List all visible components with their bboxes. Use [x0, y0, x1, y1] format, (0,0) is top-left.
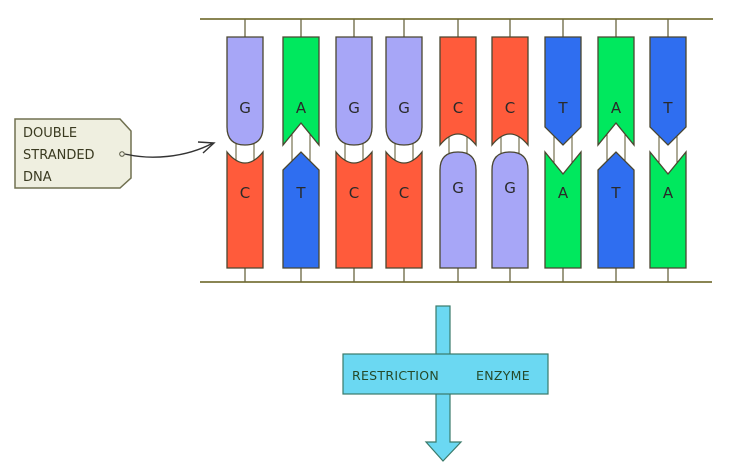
restriction-enzyme-arrow: RESTRICTION ENZYME: [342, 305, 549, 462]
base-g-top: [385, 36, 423, 146]
base-c-top: [491, 36, 529, 147]
base-letter-bottom: G: [504, 179, 516, 197]
base-letter-bottom: G: [452, 179, 464, 197]
base-c-bottom: [385, 150, 423, 269]
tag-hole: [119, 151, 125, 157]
base-letter-top: C: [505, 99, 515, 117]
base-a-bottom: [544, 150, 582, 269]
base-pair: CG: [439, 19, 477, 282]
base-letter-bottom: T: [610, 184, 621, 202]
enzyme-label-box: [342, 353, 549, 395]
pointer-arrow: [124, 141, 216, 158]
base-a-top: [282, 36, 320, 147]
base-letter-bottom: C: [349, 184, 359, 202]
base-letter-top: G: [239, 99, 251, 117]
base-letter-top: C: [453, 99, 463, 117]
base-c-top: [439, 36, 477, 147]
base-letter-top: G: [398, 99, 410, 117]
base-letter-bottom: C: [240, 184, 250, 202]
base-letter-bottom: A: [558, 184, 569, 202]
base-pair: CG: [491, 19, 529, 282]
tag-line-2: STRANDED: [23, 148, 95, 163]
base-g-bottom: [491, 151, 529, 269]
base-letter-top: G: [348, 99, 360, 117]
base-letter-top: T: [662, 99, 673, 117]
pointer-arrow-head: [197, 141, 216, 154]
enzyme-label-left: RESTRICTION: [352, 368, 439, 383]
base-pair: AT: [282, 19, 320, 282]
enzyme-arrow-shaft-bottom: [424, 391, 463, 462]
base-t-top: [544, 36, 582, 146]
base-g-top: [335, 36, 373, 146]
enzyme-label-right: ENZYME: [476, 368, 530, 383]
base-pair: GC: [385, 19, 423, 282]
tag-line-1: DOUBLE: [23, 126, 77, 141]
base-c-bottom: [335, 150, 373, 269]
base-t-bottom: [597, 151, 635, 269]
base-t-top: [649, 36, 687, 146]
pointer-arrow-curve: [124, 142, 214, 158]
base-pair: TA: [544, 19, 582, 282]
base-g-bottom: [439, 151, 477, 269]
enzyme-arrow-shaft-top: [435, 305, 451, 357]
base-letter-bottom: T: [295, 184, 306, 202]
base-a-bottom: [649, 150, 687, 269]
tag-shape: [14, 118, 132, 189]
base-letter-top: T: [557, 99, 568, 117]
base-pair: AT: [597, 19, 635, 282]
base-pair: GC: [335, 19, 373, 282]
base-letter-bottom: C: [399, 184, 409, 202]
base-pair: TA: [649, 19, 687, 282]
base-pair: GC: [226, 19, 264, 282]
base-letter-bottom: A: [663, 184, 674, 202]
tag-line-3: DNA: [23, 170, 52, 185]
base-t-bottom: [282, 151, 320, 269]
base-letter-top: A: [611, 99, 622, 117]
base-c-bottom: [226, 150, 264, 269]
base-a-top: [597, 36, 635, 147]
dna-label-tag: DOUBLE STRANDED DNA: [14, 118, 132, 189]
base-letter-top: A: [296, 99, 307, 117]
base-g-top: [226, 36, 264, 146]
